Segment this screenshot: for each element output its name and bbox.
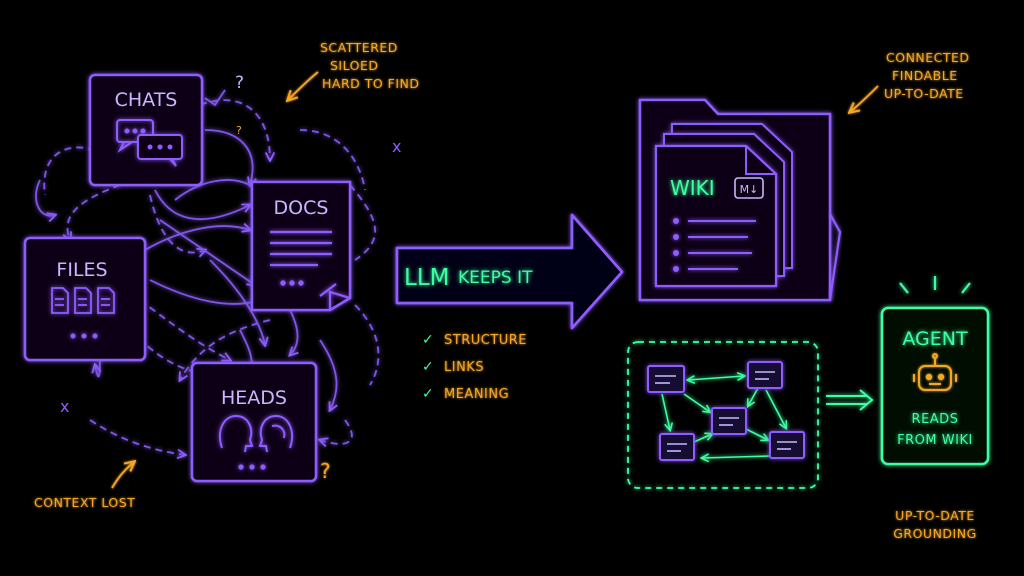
checklist-item: LINKS	[444, 360, 484, 375]
agent-title: AGENT	[902, 328, 968, 350]
markdown-badge	[734, 177, 764, 199]
graph-node	[769, 431, 805, 459]
checklist-item: STRUCTURE	[444, 333, 527, 348]
note-line: UP-TO-DATE	[884, 86, 964, 101]
file-icons	[51, 287, 115, 339]
graph-node	[659, 433, 695, 461]
note-line: HARD TO FIND	[322, 76, 420, 91]
graph-to-agent-arrow	[826, 389, 874, 411]
checklist-item: MEANING	[444, 387, 509, 402]
context-lost-note: CONTEXT LOST	[34, 495, 135, 510]
docs-card: DOCS	[250, 180, 352, 312]
wiki-folder: WIKI M↓	[638, 98, 842, 302]
check-icon: ✓	[422, 386, 434, 402]
files-card: FILES	[23, 236, 147, 362]
agent-caption-line: FROM WIKI	[897, 433, 973, 448]
heads-label: HEADS	[221, 387, 287, 409]
tangled-connections	[35, 89, 380, 455]
docs-label: DOCS	[274, 197, 329, 219]
chats-label: CHATS	[115, 89, 178, 111]
files-label: FILES	[56, 259, 107, 281]
note-line: SILOED	[330, 58, 379, 73]
note-line: UP-TO-DATE	[895, 508, 975, 523]
note-arrow	[288, 71, 319, 100]
left-top-note: SCATTERED SILOED HARD TO FIND	[288, 40, 420, 100]
chats-card: CHATS	[88, 73, 204, 187]
left-bottom-note: CONTEXT LOST	[34, 462, 135, 510]
note-arrow	[850, 85, 879, 112]
note-line: CONNECTED	[886, 50, 970, 65]
note-arrow	[111, 462, 134, 489]
graph-node	[647, 365, 685, 393]
agent-caption-line: READS	[912, 412, 959, 427]
question-mark-small: ?	[236, 124, 242, 137]
cross-mark: x	[60, 397, 69, 416]
check-icon: ✓	[422, 359, 434, 375]
cross-mark: x	[392, 137, 401, 156]
graph-node	[711, 407, 747, 435]
heads-card: HEADS	[190, 361, 318, 483]
knowledge-graph	[627, 341, 819, 489]
llm-arrow: LLM KEEPS IT	[395, 213, 624, 330]
wiki-title: WIKI	[670, 176, 715, 200]
question-mark: ?	[235, 73, 244, 93]
wiki-page-front	[654, 144, 778, 288]
right-bottom-note: UP-TO-DATE GROUNDING	[893, 478, 977, 541]
check-icon: ✓	[422, 332, 434, 348]
checklist: ✓ STRUCTURE ✓ LINKS ✓ MEANING	[422, 332, 527, 402]
question-mark-orange: ?	[320, 459, 331, 483]
arrow-label-keeps: KEEPS IT	[458, 268, 533, 288]
agent-card: AGENT READS FROM WIKI	[880, 276, 990, 466]
chat-bubbles-icon	[116, 119, 183, 167]
heads-icon	[218, 414, 294, 470]
wiki-list-lines	[673, 218, 756, 272]
signal-rays	[899, 276, 971, 294]
note-line: FINDABLE	[892, 68, 958, 83]
document-lines-icon	[270, 230, 351, 310]
arrow-label-llm: LLM	[404, 265, 449, 291]
robot-icon	[913, 353, 957, 391]
right-top-note: CONNECTED FINDABLE UP-TO-DATE	[850, 50, 970, 112]
graph-node	[747, 361, 783, 389]
note-line: SCATTERED	[320, 40, 398, 55]
note-line: GROUNDING	[893, 526, 977, 541]
markdown-badge-label: M↓	[740, 183, 759, 196]
